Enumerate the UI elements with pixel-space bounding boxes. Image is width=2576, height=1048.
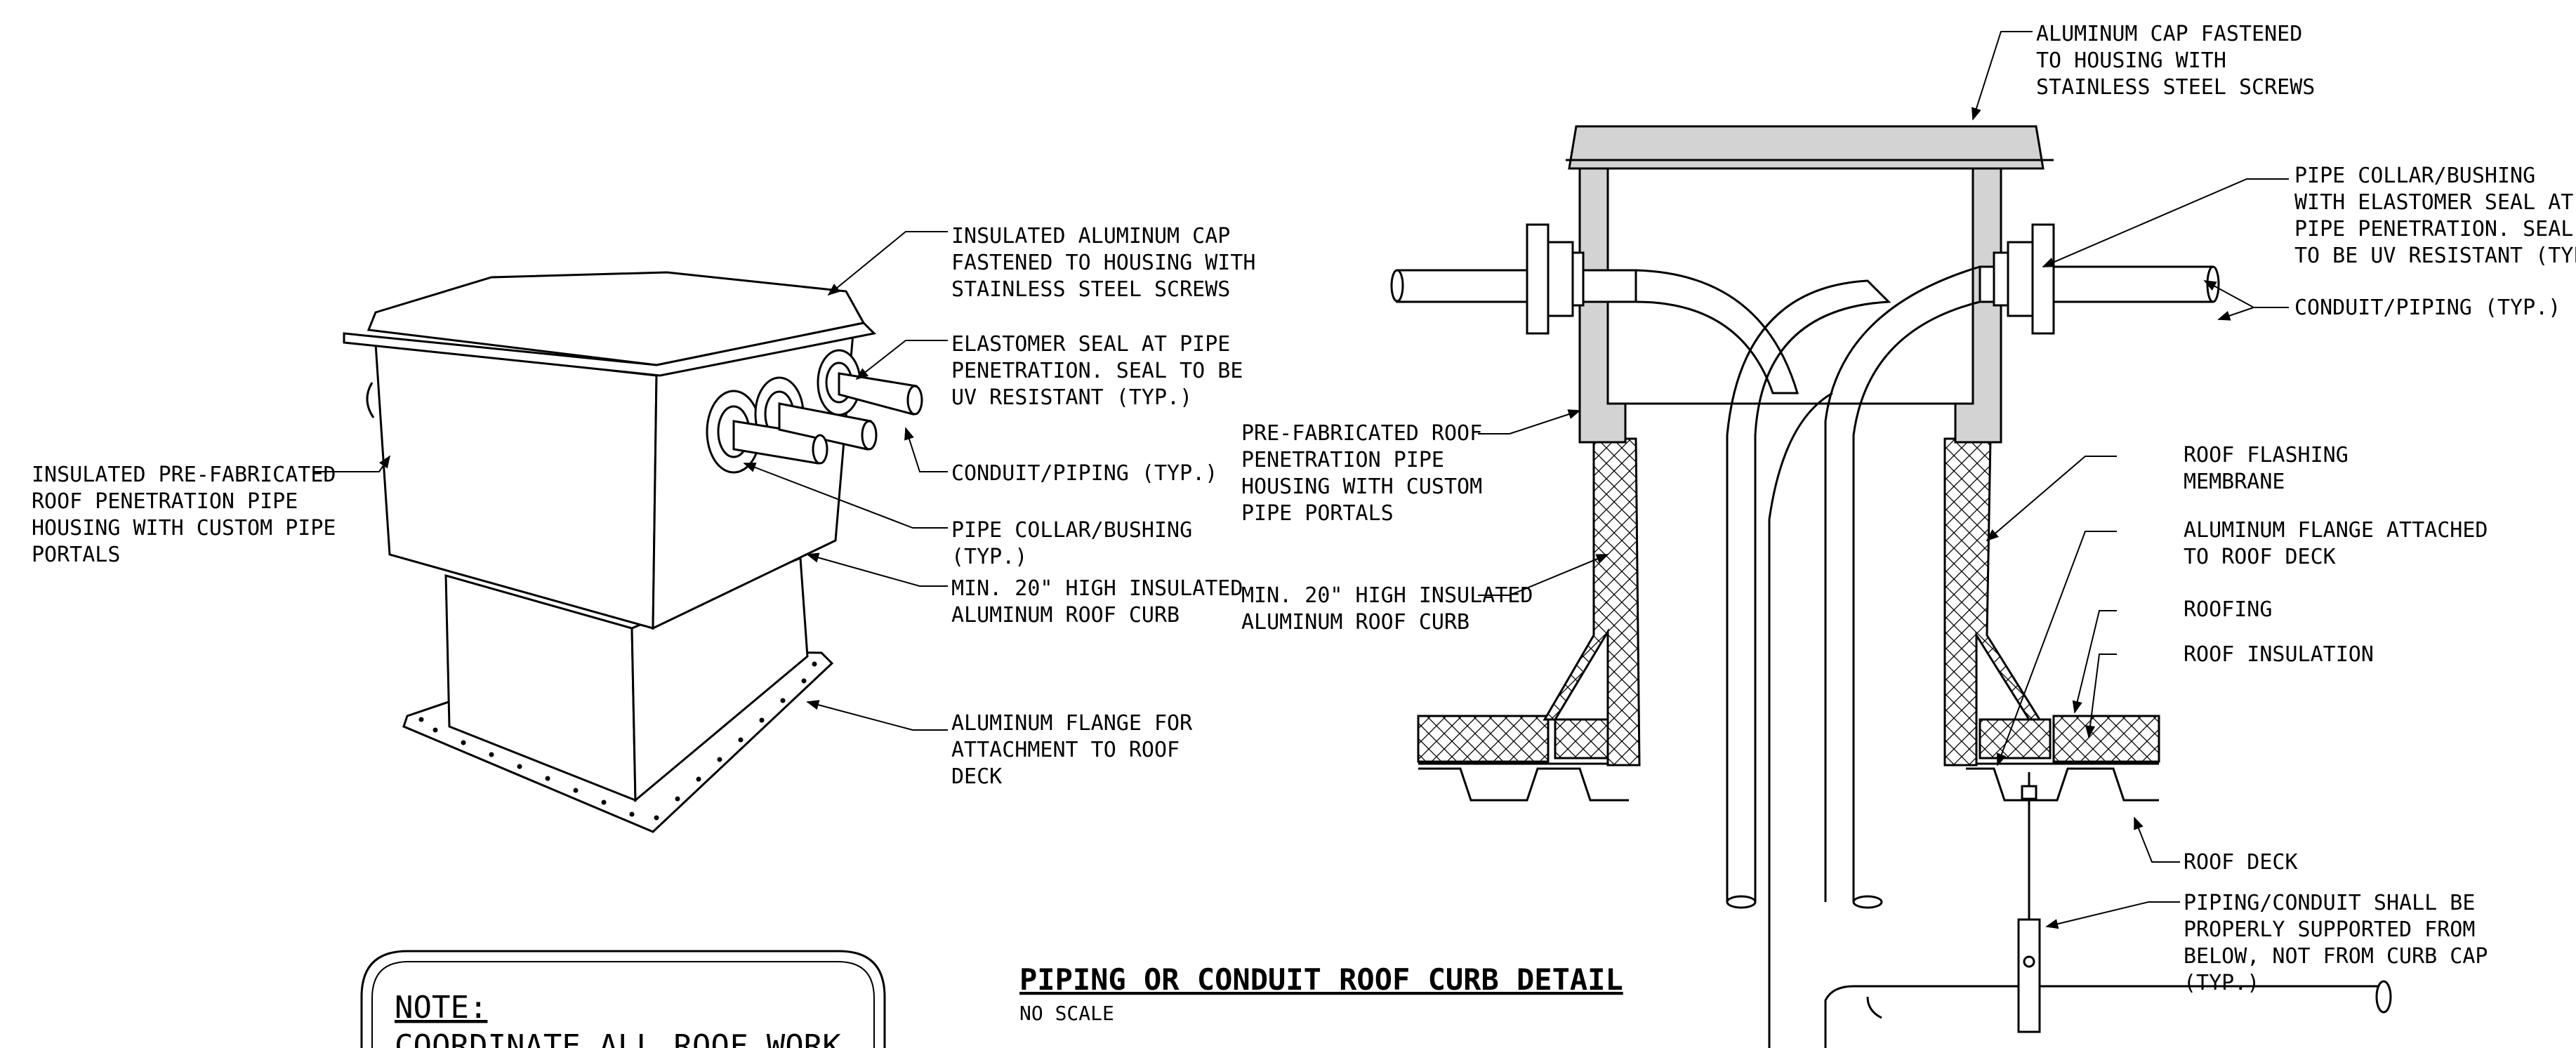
iso-label-conduit: CONDUIT/PIPING (TYP.)	[951, 461, 1217, 486]
svg-text:MIN. 20" HIGH INSULATED: MIN. 20" HIGH INSULATED	[951, 576, 1243, 601]
section-collars	[1526, 223, 2055, 335]
isometric-view	[315, 231, 948, 833]
iso-label-flange: ALUMINUM FLANGE FOR ATTACHMENT TO ROOF D…	[951, 711, 1193, 789]
svg-text:DECK: DECK	[951, 764, 1002, 789]
svg-text:MEMBRANE: MEMBRANE	[2184, 470, 2285, 494]
svg-text:PIPE PENETRATION. SEAL: PIPE PENETRATION. SEAL	[2294, 217, 2573, 241]
svg-text:PRE-FABRICATED ROOF: PRE-FABRICATED ROOF	[1241, 421, 1482, 446]
svg-text:PIPE PORTALS: PIPE PORTALS	[1241, 501, 1394, 526]
svg-text:ALUMINUM FLANGE FOR: ALUMINUM FLANGE FOR	[951, 711, 1193, 736]
svg-text:ALUMINUM ROOF CURB: ALUMINUM ROOF CURB	[951, 603, 1180, 628]
iso-pipe-portals	[706, 349, 923, 474]
svg-text:ELASTOMER SEAL AT PIPE: ELASTOMER SEAL AT PIPE	[951, 332, 1230, 357]
iso-housing-left-portal	[366, 382, 375, 418]
svg-text:MIN. 20" HIGH INSULATED: MIN. 20" HIGH INSULATED	[1241, 583, 1533, 608]
svg-text:WITH ELASTOMER SEAL AT: WITH ELASTOMER SEAL AT	[2294, 190, 2573, 215]
svg-text:INSULATED ALUMINUM CAP: INSULATED ALUMINUM CAP	[951, 224, 1230, 248]
iso-cap-top	[366, 271, 866, 366]
svg-text:UV RESISTANT (TYP.): UV RESISTANT (TYP.)	[951, 385, 1192, 410]
svg-text:TO HOUSING WITH: TO HOUSING WITH	[2036, 48, 2226, 73]
curb-wall-left	[1543, 437, 1641, 767]
section-cap	[1568, 125, 2045, 170]
svg-text:PIPE COLLAR/BUSHING: PIPE COLLAR/BUSHING	[2294, 164, 2535, 188]
svg-text:ROOF DECK: ROOF DECK	[2184, 850, 2298, 875]
sec-label-deck: ROOF DECK	[2184, 850, 2298, 875]
pipe-support	[2017, 772, 2041, 1033]
svg-text:ROOF FLASHING: ROOF FLASHING	[2184, 443, 2349, 467]
sec-label-curb: MIN. 20" HIGH INSULATED ALUMINUM ROOF CU…	[1241, 583, 1533, 635]
curb-wall-right	[1943, 437, 2042, 767]
svg-text:HOUSING WITH CUSTOM PIPE: HOUSING WITH CUSTOM PIPE	[32, 516, 336, 540]
svg-text:CONDUIT/PIPING (TYP.): CONDUIT/PIPING (TYP.)	[2294, 296, 2561, 320]
svg-text:PROPERLY SUPPORTED FROM: PROPERLY SUPPORTED FROM	[2184, 917, 2475, 942]
pipe-riser-right	[1824, 265, 1981, 902]
sec-label-flashing: ROOF FLASHING MEMBRANE	[2184, 443, 2349, 494]
svg-text:ALUMINUM CAP FASTENED: ALUMINUM CAP FASTENED	[2036, 22, 2302, 46]
svg-text:PENETRATION PIPE: PENETRATION PIPE	[1241, 448, 1444, 472]
svg-text:FASTENED TO HOUSING WITH: FASTENED TO HOUSING WITH	[951, 251, 1255, 275]
pipe-return	[1768, 392, 2380, 1048]
sec-label-cap: ALUMINUM CAP FASTENED TO HOUSING WITH ST…	[2036, 22, 2315, 100]
roof-deck-right	[1966, 767, 2159, 802]
svg-text:ROOF PENETRATION PIPE: ROOF PENETRATION PIPE	[32, 489, 298, 514]
svg-text:ALUMINUM ROOF CURB: ALUMINUM ROOF CURB	[1241, 610, 1469, 635]
svg-text:BELOW, NOT FROM CURB CAP: BELOW, NOT FROM CURB CAP	[2184, 944, 2488, 969]
drawing-scale: NO SCALE	[1019, 1002, 1114, 1025]
roof-insulation-right-outer	[2052, 715, 2160, 763]
svg-text:CONDUIT/PIPING (TYP.): CONDUIT/PIPING (TYP.)	[951, 461, 1217, 486]
svg-text:ROOFING: ROOFING	[2184, 597, 2272, 622]
housing-interior	[1606, 150, 1974, 405]
svg-text:PENETRATION. SEAL TO BE: PENETRATION. SEAL TO BE	[951, 359, 1243, 383]
pipe-bend-left	[1635, 269, 1799, 394]
svg-text:INSULATED PRE-FABRICATED: INSULATED PRE-FABRICATED	[32, 463, 336, 487]
note-heading: NOTE:	[395, 990, 487, 1026]
svg-text:ATTACHMENT TO ROOF: ATTACHMENT TO ROOF	[951, 738, 1180, 762]
note-line-1: COORDINATE ALL ROOF WORK	[395, 1028, 841, 1048]
sec-label-flange: ALUMINUM FLANGE ATTACHED TO ROOF DECK	[2184, 518, 2488, 569]
sec-label-collar: PIPE COLLAR/BUSHING WITH ELASTOMER SEAL …	[2294, 164, 2576, 268]
svg-text:TO ROOF DECK: TO ROOF DECK	[2184, 545, 2336, 569]
iso-label-housing: INSULATED PRE-FABRICATED ROOF PENETRATIO…	[32, 463, 336, 567]
svg-text:ROOF INSULATION: ROOF INSULATION	[2184, 642, 2374, 667]
sec-label-insulation: ROOF INSULATION	[2184, 642, 2374, 667]
pipe-riser-left	[1726, 279, 1891, 902]
note-box: NOTE: COORDINATE ALL ROOF WORK	[360, 950, 886, 1048]
iso-label-collar: PIPE COLLAR/BUSHING (TYP.)	[951, 518, 1192, 569]
pipe-left	[1396, 269, 1637, 303]
roof-insulation-left	[1417, 715, 1550, 763]
sec-label-housing: PRE-FABRICATED ROOF PENETRATION PIPE HOU…	[1241, 421, 1482, 526]
svg-text:PIPING/CONDUIT SHALL BE: PIPING/CONDUIT SHALL BE	[2184, 891, 2475, 915]
iso-housing-front	[374, 343, 658, 630]
svg-text:ALUMINUM FLANGE ATTACHED: ALUMINUM FLANGE ATTACHED	[2184, 518, 2488, 543]
roof-insulation-right	[1979, 718, 2052, 760]
sec-label-roofing: ROOFING	[2184, 597, 2272, 622]
svg-text:PIPE COLLAR/BUSHING: PIPE COLLAR/BUSHING	[951, 518, 1192, 543]
iso-label-curb: MIN. 20" HIGH INSULATED ALUMINUM ROOF CU…	[951, 576, 1243, 628]
sec-label-conduit: CONDUIT/PIPING (TYP.)	[2294, 296, 2561, 320]
svg-text:(TYP.): (TYP.)	[2184, 971, 2259, 995]
svg-text:STAINLESS STEEL SCREWS: STAINLESS STEEL SCREWS	[951, 277, 1230, 302]
svg-text:HOUSING WITH CUSTOM: HOUSING WITH CUSTOM	[1241, 475, 1482, 499]
svg-text:STAINLESS STEEL SCREWS: STAINLESS STEEL SCREWS	[2036, 75, 2315, 100]
drawing-title: PIPING OR CONDUIT ROOF CURB DETAIL	[1019, 962, 1623, 997]
sec-label-support: PIPING/CONDUIT SHALL BE PROPERLY SUPPORT…	[2184, 891, 2488, 995]
svg-text:PORTALS: PORTALS	[32, 543, 120, 567]
section-view	[1390, 31, 2392, 1048]
flange-bolt-holes	[418, 661, 817, 821]
iso-label-seal: ELASTOMER SEAL AT PIPE PENETRATION. SEAL…	[951, 332, 1243, 410]
svg-text:(TYP.): (TYP.)	[951, 545, 1027, 569]
iso-label-cap: INSULATED ALUMINUM CAP FASTENED TO HOUSI…	[951, 224, 1255, 302]
svg-text:TO BE UV RESISTANT (TYP.): TO BE UV RESISTANT (TYP.)	[2294, 244, 2576, 268]
roof-deck-left	[1418, 767, 1629, 802]
